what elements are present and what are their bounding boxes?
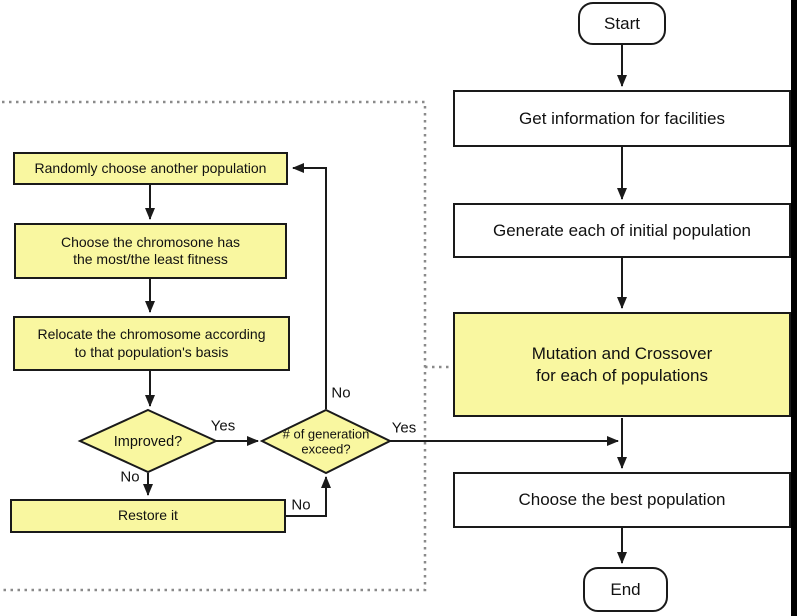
start-label: Start (604, 13, 640, 33)
start-terminal: Start (578, 2, 666, 45)
decision-generation-exceed (259, 408, 393, 475)
process-choose-chromosone-label: Choose the chromosone has the most/the l… (61, 233, 240, 268)
process-restore-it: Restore it (10, 499, 286, 533)
end-label: End (610, 579, 641, 599)
branch-label-improved-no: No (120, 468, 140, 486)
screenshot-right-border (791, 0, 797, 616)
branch-label-improved-yes: Yes (210, 417, 236, 435)
process-choose-best: Choose the best population (453, 472, 791, 528)
decision-generation-exceed-label: # of generation exceed? (282, 426, 370, 456)
process-generate-population-label: Generate each of initial population (492, 220, 751, 240)
connector-restore-to-exceed (286, 476, 331, 517)
connector-exceed-no-to-randomly (292, 163, 327, 409)
process-randomly-choose: Randomly choose another population (13, 152, 288, 185)
process-choose-chromosone: Choose the chromosone has the most/the l… (14, 223, 287, 279)
process-relocate-chromosome: Relocate the chromosome according to tha… (13, 316, 290, 371)
process-mutation-crossover: Mutation and Crossover for each of popul… (453, 312, 791, 417)
process-mutation-crossover-label: Mutation and Crossover for each of popul… (531, 344, 713, 385)
process-randomly-choose-label: Randomly choose another population (34, 159, 267, 176)
process-get-information: Get information for facilities (453, 90, 791, 147)
decision-improved (77, 408, 219, 474)
process-get-information-label: Get information for facilities (519, 108, 725, 128)
subroutine-dotted-container (0, 100, 427, 592)
branch-label-exceed-yes: Yes (391, 419, 417, 437)
process-restore-it-label: Restore it (118, 507, 178, 524)
decision-improved-label: Improved? (113, 433, 183, 450)
process-relocate-chromosome-label: Relocate the chromosome according to tha… (37, 326, 266, 360)
branch-label-restore-no: No (291, 496, 311, 514)
end-terminal: End (583, 567, 668, 612)
process-generate-population: Generate each of initial population (453, 203, 791, 258)
process-choose-best-label: Choose the best population (518, 490, 726, 510)
branch-label-exceed-no: No (331, 384, 351, 402)
